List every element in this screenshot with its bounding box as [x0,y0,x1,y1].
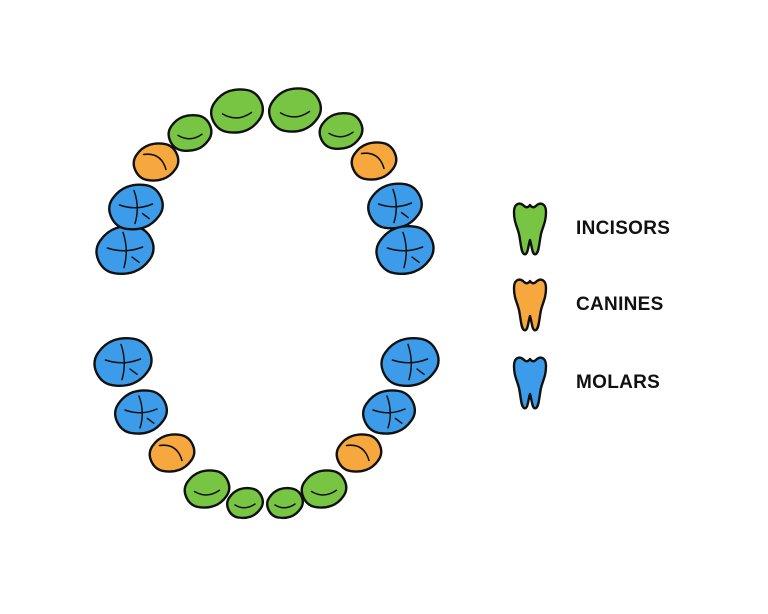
upper-molar-tooth-groove-9 [377,188,413,224]
incisor-tooth-shape [512,202,548,256]
upper-canine-tooth-8 [350,141,398,181]
molar-tooth-shape [512,356,548,410]
upper-incisor-tooth-7 [318,111,364,151]
lower-canine-tooth-groove-8 [345,444,370,462]
incisor-tooth-icon [512,202,548,256]
lower-incisor-tooth-4 [183,469,231,509]
molar-tooth-icon [512,356,548,410]
upper-incisor-tooth-5 [209,88,265,134]
upper-incisor-tooth-body-7 [318,111,364,151]
canine-tooth-shape [512,278,548,332]
upper-incisor-tooth-groove-7 [328,131,354,138]
lower-molar-tooth-10 [380,336,440,388]
upper-molar-tooth-1 [95,224,155,276]
legend-label-canines: CANINES [576,294,664,315]
lower-incisor-tooth-body-4 [183,469,231,509]
legend-item-canines: CANINES [508,276,738,336]
lower-incisor-tooth-body-6 [265,486,305,520]
upper-incisor-tooth-groove-6 [279,110,311,118]
lower-incisor-tooth-body-7 [300,469,348,509]
lower-canine-tooth-3 [148,433,196,473]
upper-incisor-tooth-6 [267,87,323,133]
upper-molar-tooth-groove-10 [386,231,424,269]
lower-incisor-tooth-5 [225,486,265,520]
lower-molar-tooth-groove-10 [391,343,429,381]
lower-molar-tooth-1 [93,336,153,388]
upper-canine-tooth-groove-3 [142,153,167,171]
lower-molar-tooth-groove-9 [372,395,406,429]
canine-tooth-icon [512,278,548,332]
upper-arch [95,87,435,276]
lower-incisor-tooth-body-5 [225,486,265,520]
lower-molar-tooth-9 [361,389,417,435]
legend-item-molars: MOLARS [508,354,738,414]
upper-incisor-tooth-groove-5 [221,111,253,119]
upper-canine-tooth-3 [132,142,180,182]
upper-canine-tooth-body-8 [350,141,398,181]
lower-canine-tooth-groove-3 [158,444,183,462]
lower-canine-tooth-body-3 [148,433,196,473]
upper-canine-tooth-body-3 [132,142,180,182]
upper-incisor-tooth-body-6 [267,87,323,133]
upper-molar-tooth-9 [367,182,423,230]
upper-incisor-tooth-body-4 [167,113,213,153]
lower-incisor-tooth-6 [265,486,305,520]
upper-molar-tooth-10 [375,224,435,276]
upper-molar-tooth-2 [108,183,164,231]
upper-incisor-tooth-body-5 [209,88,265,134]
legend-label-incisors: INCISORS [576,218,671,239]
legend-item-incisors: INCISORS [508,200,738,260]
lower-molar-tooth-groove-1 [104,343,142,381]
legend-label-molars: MOLARS [576,372,661,393]
lower-molar-tooth-2 [113,389,169,435]
lower-incisor-tooth-groove-6 [274,503,296,509]
lower-arch [93,336,440,520]
upper-molar-tooth-groove-2 [118,189,154,225]
lower-incisor-tooth-groove-7 [310,489,338,496]
lower-canine-tooth-8 [335,433,383,473]
upper-incisor-tooth-groove-4 [177,133,203,140]
lower-incisor-tooth-7 [300,469,348,509]
lower-incisor-tooth-groove-5 [234,503,256,509]
upper-canine-tooth-groove-8 [360,152,385,170]
lower-incisor-tooth-groove-4 [193,489,221,496]
upper-incisor-tooth-4 [167,113,213,153]
upper-molar-tooth-groove-1 [106,231,144,269]
lower-canine-tooth-body-8 [335,433,383,473]
lower-molar-tooth-groove-2 [124,395,158,429]
